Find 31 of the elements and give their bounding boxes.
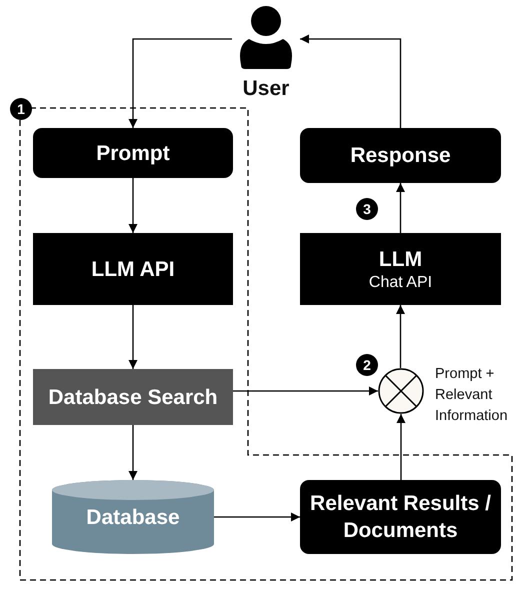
process-box <box>33 233 233 305</box>
process-box <box>33 128 233 178</box>
node-label: LLM <box>378 246 424 272</box>
arrow <box>233 386 378 396</box>
node-label: LLM API <box>90 256 176 282</box>
arrow <box>128 305 138 369</box>
node-label: Chat API <box>368 272 434 292</box>
process-box <box>300 480 501 554</box>
arrow <box>128 38 232 128</box>
node-label: Response <box>349 143 452 169</box>
node-label: Database Search <box>47 384 219 410</box>
node-label: User <box>242 76 290 102</box>
summing-junction <box>378 368 424 414</box>
database-cylinder <box>52 480 214 554</box>
arrow <box>300 34 402 128</box>
process-box <box>300 128 501 183</box>
process-box <box>300 233 501 305</box>
node-caption: Prompt + Relevant Information <box>435 365 509 426</box>
arrow <box>214 512 300 522</box>
arrow <box>396 305 405 368</box>
arrow <box>396 183 405 233</box>
arrow <box>128 425 138 480</box>
process-box <box>33 369 233 425</box>
arrow <box>128 178 138 233</box>
node-label: Database <box>85 504 181 530</box>
node-label: Relevant Results / Documents <box>309 491 492 544</box>
callout-number: 2 <box>356 354 378 376</box>
node-label: Prompt <box>95 140 171 166</box>
arrow <box>396 414 406 480</box>
callout-number: 1 <box>10 98 32 120</box>
callout-number: 3 <box>356 198 378 220</box>
